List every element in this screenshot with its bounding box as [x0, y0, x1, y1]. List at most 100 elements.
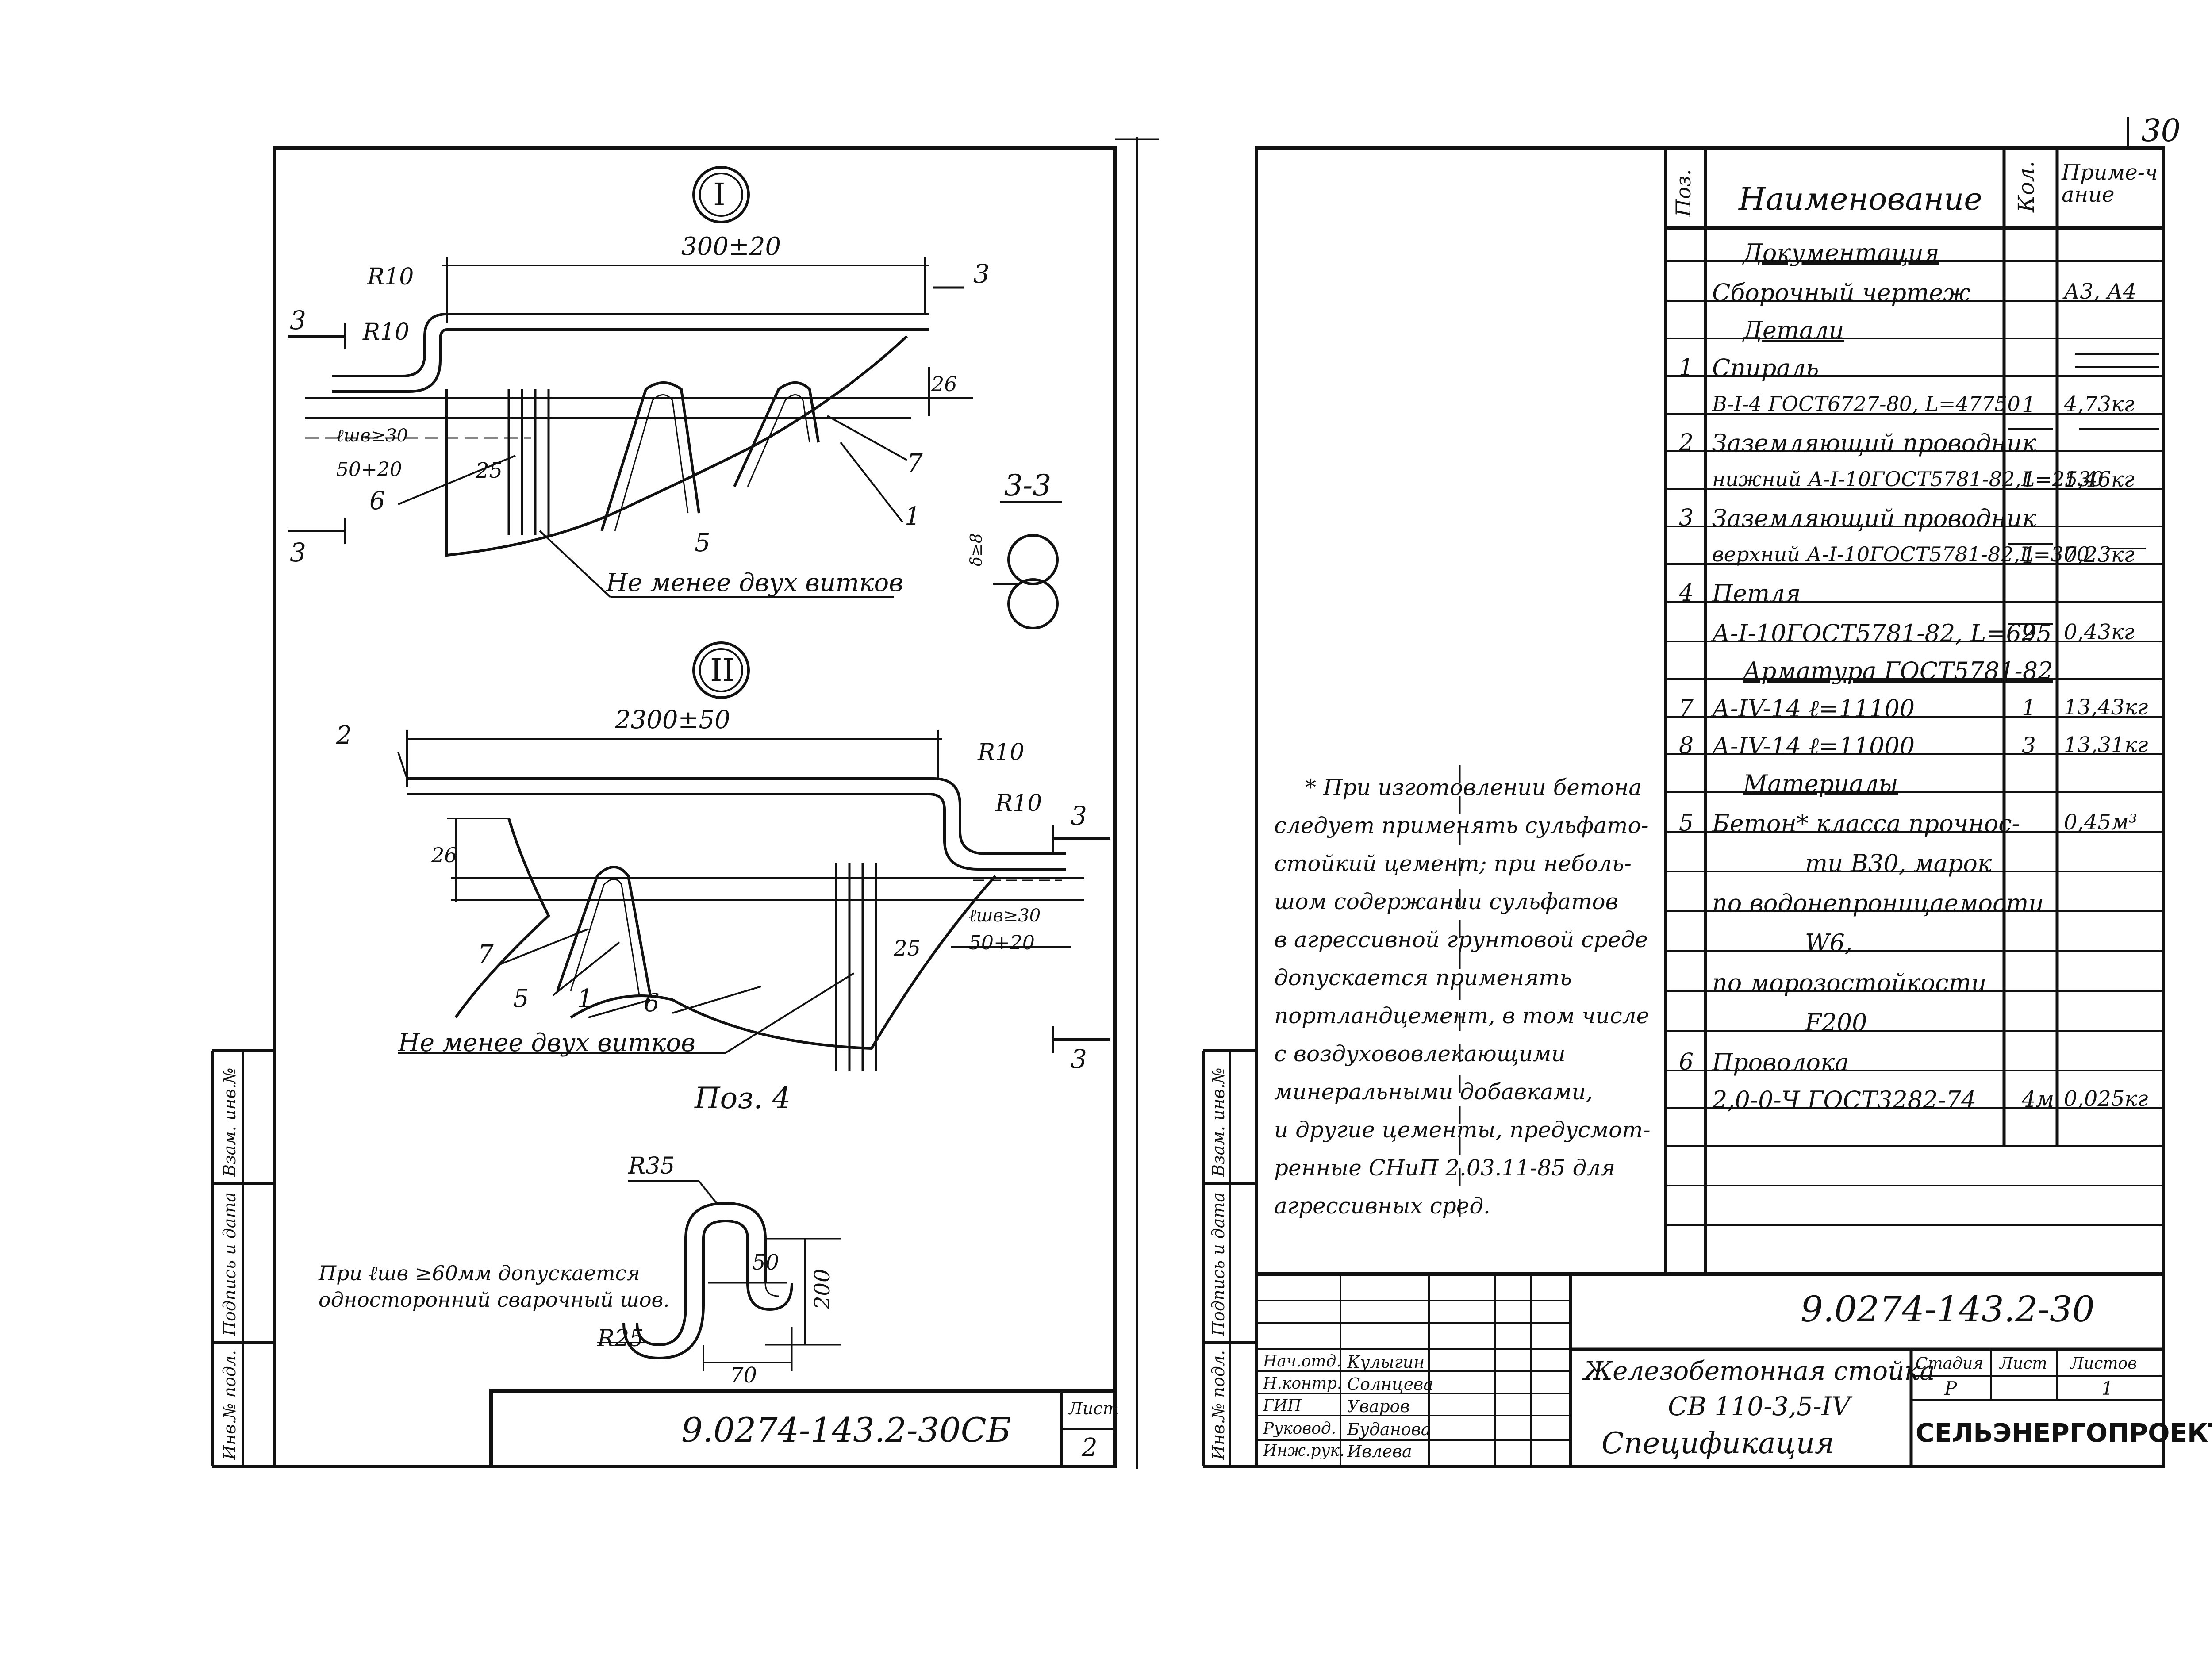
spec-name: по морозостойкости — [1712, 969, 1987, 997]
view1-pos-6: 6 — [369, 487, 385, 515]
spec-qty: 1 — [2022, 695, 2036, 721]
spec-qty: 2 — [2022, 620, 2036, 645]
footnote-line: портландцемент, в том числе — [1274, 1003, 1650, 1029]
footnote-line: с воздухововлекающими — [1274, 1041, 1566, 1067]
right-stamp-3: Взам. инв.№ — [1209, 1067, 1228, 1177]
tb-name: Уваров — [1347, 1397, 1410, 1416]
left-sheet-label: Лист — [1068, 1399, 1119, 1418]
weld-note-line2: односторонний сварочный шов. — [319, 1288, 670, 1312]
right-title-code: 9.0274-143.2-30 — [1801, 1289, 2095, 1330]
view1-dim-26: 26 — [931, 372, 957, 396]
spec-qty: 1 — [2022, 392, 2036, 418]
spec-qty: 4м — [2022, 1086, 2055, 1112]
org-name: СЕЛЬЭНЕРГОПРОЕКТ — [1916, 1418, 2212, 1448]
pos4-dim-200: 200 — [810, 1269, 835, 1309]
spec-name: Заземляющий проводник — [1712, 429, 2037, 457]
left-sheet-number: 2 — [1082, 1433, 1098, 1462]
footnote-line: ренные СНиП 2.03.11-85 для — [1274, 1155, 1616, 1181]
view1-dim-top: 300±20 — [681, 232, 781, 261]
spec-name: верхний А-I-10ГОСТ5781-82,L=370 — [1712, 542, 2089, 566]
spec-header-name: Наименование — [1739, 181, 1982, 217]
spec-name: нижний А-I-10ГОСТ5781-82,L=2530 — [1712, 467, 2104, 491]
right-stamp-2: Подпись и дата — [1209, 1192, 1228, 1336]
spec-pos: 1 — [1679, 354, 1694, 381]
footnote-line: в агрессивной грунтовой среде — [1274, 927, 1648, 952]
view1-section-mark-left: 3 — [290, 305, 306, 335]
tb-name: Ивлева — [1347, 1442, 1412, 1461]
spec-name: Документация — [1743, 239, 1939, 267]
spec-note: 4,73кг — [2064, 392, 2135, 417]
spec-qty: 1 — [2022, 467, 2036, 493]
spec-note: 13,43кг — [2064, 695, 2148, 720]
spec-name: А-IV-14 ℓ=11100 — [1712, 695, 1915, 722]
spec-name: 2,0-0-Ч ГОСТ3282-74 — [1712, 1086, 1977, 1114]
footnote-line: стойкий цемент; при неболь- — [1274, 851, 1632, 876]
tb-name: Солнцева — [1347, 1374, 1433, 1394]
tb-role: ГИП — [1263, 1397, 1302, 1415]
spec-name: Петля — [1712, 580, 1801, 607]
view2-r-lower: R10 — [995, 790, 1042, 817]
spec-note: 0,025кг — [2064, 1086, 2148, 1111]
view2-turns-note: Не менее двух витков — [398, 1029, 695, 1057]
view1-r-upper: R10 — [367, 264, 414, 290]
spec-pos: 4 — [1679, 580, 1694, 606]
spec-name: Заземляющий проводник — [1712, 504, 2037, 532]
view1-weld-len: ℓшв≥30 — [336, 426, 408, 446]
spec-name: А-I-10ГОСТ5781-82, L=695 — [1712, 619, 2052, 647]
sheets-label: Листов — [2070, 1355, 2137, 1373]
pos4-r-top: R35 — [628, 1153, 675, 1179]
tb-name: Буданова — [1347, 1420, 1431, 1439]
pos4-r-bottom: R25 — [597, 1325, 644, 1352]
spec-header-pos: Поз. — [1671, 169, 1695, 217]
sheet-label: Лист — [2000, 1355, 2047, 1373]
view1-pos-7: 7 — [907, 449, 923, 478]
view2-pos-7: 7 — [478, 940, 494, 969]
view1-turns-note: Не менее двух витков — [606, 568, 903, 597]
spec-pos: 7 — [1679, 695, 1694, 722]
spec-name: F200 — [1805, 1009, 1867, 1036]
spec-pos: 6 — [1679, 1049, 1694, 1075]
tb-name: Кулыгин — [1347, 1352, 1425, 1372]
view2-pos-5: 5 — [513, 984, 529, 1013]
spec-qty: 1 — [2022, 542, 2036, 568]
view1-pos-1: 1 — [905, 502, 921, 531]
view2-section-mark-bottom: 3 — [1071, 1044, 1087, 1074]
left-title-code: 9.0274-143.2-30СБ — [681, 1410, 1011, 1450]
sheets-value: 1 — [2101, 1378, 2113, 1399]
spec-name: Детали — [1743, 316, 1844, 344]
spec-name: ти В30, марок — [1805, 849, 1992, 877]
spec-note: А3, А4 — [2064, 279, 2137, 304]
spec-note: 0,23кг — [2064, 542, 2135, 567]
view2-dim-26: 26 — [431, 843, 457, 867]
view1-section-mark-right: 3 — [973, 259, 990, 289]
tb-role: Нач.отд. — [1263, 1352, 1341, 1370]
tb-role: Инж.рук. — [1263, 1442, 1345, 1460]
view2-pos-2: 2 — [336, 721, 352, 750]
spec-pos: 3 — [1679, 505, 1694, 531]
left-stamp-1: Инв.№ подл. — [220, 1350, 239, 1460]
view1-dim-25: 25 — [476, 458, 503, 483]
spec-name: Бетон* класса прочнос- — [1712, 810, 2020, 837]
view2-offset: 50+20 — [969, 932, 1035, 954]
title-line2: СВ 110-3,5-IV — [1668, 1391, 1851, 1421]
spec-name: W6, — [1805, 929, 1853, 957]
view2-pos-1: 1 — [577, 984, 593, 1013]
footnote-line: шом содержании сульфатов — [1274, 889, 1618, 914]
spec-note: 0,45м³ — [2064, 810, 2137, 835]
pos4-dim-50: 50 — [752, 1250, 780, 1275]
spec-pos: 5 — [1679, 810, 1694, 837]
spec-pos: 2 — [1679, 430, 1694, 456]
view1-mark: I — [713, 177, 726, 213]
view2-weld-len: ℓшв≥30 — [969, 906, 1041, 926]
spec-note: 0,43кг — [2064, 620, 2135, 645]
view2-section-mark-top: 3 — [1071, 801, 1087, 831]
stage-value: Р — [1944, 1378, 1957, 1399]
spec-name: А-IV-14 ℓ=11000 — [1712, 732, 1915, 760]
footnote-line: и другие цементы, предусмот- — [1274, 1117, 1651, 1143]
view1-section-mark-bottom: 3 — [290, 537, 306, 568]
pos4-title: Поз. 4 — [695, 1081, 791, 1115]
spec-qty: 3 — [2022, 733, 2036, 758]
spec-note: 13,31кг — [2064, 733, 2148, 757]
tb-role: Н.контр. — [1263, 1374, 1342, 1393]
view2-r-upper: R10 — [978, 739, 1025, 766]
